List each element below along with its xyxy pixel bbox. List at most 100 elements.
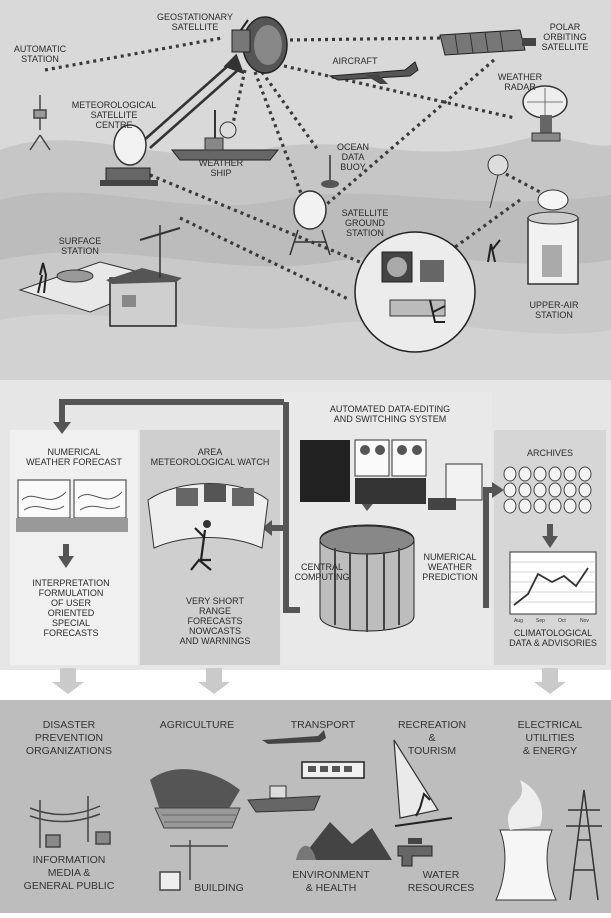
- label-information-media: INFORMATION MEDIA & GENERAL PUBLIC: [23, 854, 115, 892]
- water-illustration: [397, 838, 433, 867]
- label-numerical-weather-prediction: NUMERICAL WEATHER PREDICTION: [422, 552, 478, 582]
- upperair-person: [487, 239, 501, 263]
- satcentre-base: [100, 180, 158, 186]
- rack-2: [355, 478, 426, 504]
- ops-console: [389, 299, 446, 317]
- arrow-stem-interp: [63, 544, 69, 557]
- archive-reel: [578, 466, 592, 482]
- auto-box: [33, 109, 47, 119]
- nwf-printer-1: [16, 518, 72, 532]
- environment-illustration: [296, 822, 392, 860]
- label-weather-ship: WEATHER SHIP: [198, 158, 244, 178]
- disaster-illustration: [29, 796, 111, 848]
- arrow-stem-clim: [547, 524, 553, 537]
- upperair-door: [542, 245, 562, 277]
- polar-grid-2: [469, 32, 474, 54]
- satcentre-building: [105, 167, 151, 183]
- train-win-1: [308, 766, 316, 772]
- link-geo-to-buoy: [260, 71, 320, 151]
- ship-hull: [170, 149, 280, 161]
- label-met-satellite-centre: METEOROLOGICAL SATELLITE CENTRE: [71, 100, 157, 130]
- watch-screen-3: [232, 488, 254, 506]
- archive-reel: [533, 466, 547, 482]
- data-flow-arrows: [59, 399, 494, 613]
- operations-room-circle: [354, 231, 476, 353]
- surface-station-icon: [18, 225, 182, 327]
- building-illustration: [159, 840, 228, 891]
- pylon: [566, 789, 602, 901]
- nwf-printer-2: [72, 518, 128, 532]
- house-2: [95, 831, 111, 845]
- out-arrow-1: [52, 668, 84, 694]
- nwf-map-2: [73, 479, 127, 519]
- radar-dish-grid: [527, 88, 563, 116]
- archive-reel: [548, 498, 562, 514]
- archive-reel: [503, 498, 517, 514]
- archive-reel: [548, 466, 562, 482]
- aircraft-body: [328, 61, 419, 81]
- switching-system-illustration: [300, 439, 483, 510]
- central-computer-illustration: [319, 524, 415, 632]
- pylon-body: [566, 789, 602, 901]
- area-watch-illustration: [147, 483, 269, 571]
- label-upper-air-station: UPPER-AIR STATION: [529, 300, 579, 320]
- transport-illustration: [247, 730, 365, 813]
- transport-ship: [247, 795, 321, 813]
- label-environment-health: ENVIRONMENT & HEALTH: [292, 869, 370, 894]
- polar-grid-1: [454, 33, 459, 55]
- label-weather-radar: WEATHER RADAR: [497, 72, 543, 92]
- archive-reel: [518, 482, 532, 498]
- archive-reel: [563, 482, 577, 498]
- geo-sat-inner: [254, 25, 282, 65]
- farm-field: [154, 807, 241, 829]
- archive-reel: [578, 498, 592, 514]
- flow-center-left: [283, 402, 300, 613]
- nwf-isobars-1: [21, 491, 67, 511]
- label-interpretation: INTERPRETATION FORMULATION OF USER ORIEN…: [32, 578, 110, 638]
- archive-reel: [503, 466, 517, 482]
- reel-4: [412, 445, 422, 455]
- ground-dish: [293, 190, 327, 230]
- upperair-dish: [537, 189, 569, 211]
- energy-illustration: [495, 780, 602, 901]
- polar-panel-grid: [454, 30, 504, 55]
- reel-2: [375, 445, 385, 455]
- archive-reel: [548, 482, 562, 498]
- met-satellite-centre-icon: [100, 124, 158, 186]
- nwf-isobars-2: [77, 491, 123, 511]
- env-tree: [296, 845, 316, 860]
- ocean-buoy-icon: [321, 155, 339, 188]
- auto-leg-1: [29, 134, 41, 151]
- archive-reel: [503, 482, 517, 498]
- watch-screen-2: [204, 484, 226, 502]
- output-arrows: [52, 668, 566, 694]
- link-satcentre-up-1: [141, 63, 231, 143]
- link-satcentre-to-center: [149, 173, 361, 264]
- station-building: [109, 277, 177, 327]
- graph-month-nov: Nov: [580, 618, 589, 624]
- ship-cabin: [204, 137, 224, 151]
- arrowhead-climatology: [542, 536, 558, 548]
- faucet-handle: [408, 838, 422, 844]
- graph-month-oct: Oct: [558, 618, 566, 624]
- steam: [507, 780, 543, 830]
- label-area-met-watch: AREA METEOROLOGICAL WATCH: [150, 447, 270, 467]
- ops-globe: [387, 257, 407, 277]
- watch-screen-1: [176, 488, 198, 506]
- polar-grid-4: [499, 30, 504, 52]
- train-win-2: [320, 766, 328, 772]
- upper-air-station-icon: [487, 154, 579, 285]
- satcentre-dish: [113, 124, 147, 166]
- train-windows: [308, 766, 352, 772]
- link-geo-to-ship: [230, 69, 247, 129]
- label-electrical-utilities: ELECTRICAL UTILITIES & ENERGY: [517, 719, 583, 757]
- windsurfer: [415, 792, 431, 817]
- archive-reels: [503, 466, 592, 514]
- field-rows: [162, 814, 236, 823]
- arrowhead-watch: [262, 520, 272, 536]
- geostationary-satellite: [231, 16, 288, 74]
- recreation-illustration: [393, 739, 453, 827]
- polar-panel: [439, 29, 526, 56]
- station-roof: [106, 268, 182, 284]
- graph-month-sep: Sep: [536, 618, 545, 624]
